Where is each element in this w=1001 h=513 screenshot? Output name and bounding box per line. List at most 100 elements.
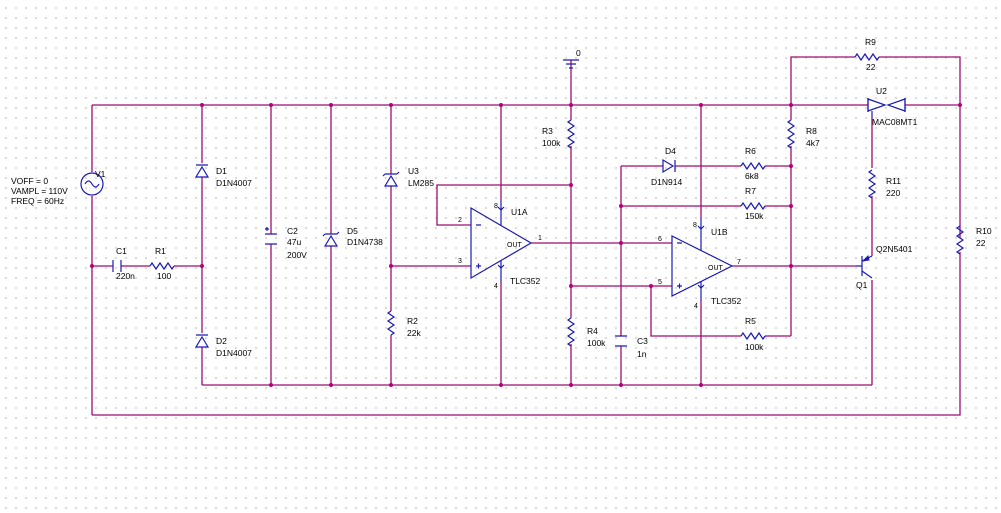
junction <box>789 204 793 208</box>
u1b-out-label: OUT <box>708 265 724 272</box>
capacitor-c2[interactable]: C2 47u 200V <box>265 226 307 260</box>
r4-ref: R4 <box>587 326 598 336</box>
junction <box>649 284 653 288</box>
r10-ref: R10 <box>976 226 992 236</box>
v1-voff: VOFF = 0 <box>11 176 48 186</box>
v1-ref: V1 <box>95 169 106 179</box>
r7-ref: R7 <box>745 186 756 196</box>
resistor-r9[interactable]: R9 22 <box>854 37 880 72</box>
r7-value: 150k <box>745 211 764 221</box>
u1a-pin-out: 1 <box>538 235 542 242</box>
u1b-value: TLC352 <box>711 296 742 306</box>
wires <box>91 56 961 416</box>
junction <box>619 383 623 387</box>
ac-voltage-source[interactable]: V1 VOFF = 0 VAMPL = 110V FREQ = 60Hz <box>11 169 106 206</box>
voltage-reference-u3[interactable]: U3 LM285 <box>382 166 434 188</box>
v1-vampl: VAMPL = 110V <box>11 186 68 196</box>
junction-dots <box>90 103 962 387</box>
capacitor-c1[interactable]: C1 220n <box>112 246 135 281</box>
u1a-value: TLC352 <box>510 276 541 286</box>
u1b-pin-noninv: 5 <box>658 279 662 286</box>
d4-value: D1N914 <box>651 177 682 187</box>
opamp-u1b[interactable]: 6 5 7 8 4 OUT U1B TLC352 <box>658 218 742 310</box>
resistor-r8[interactable]: R8 4k7 <box>786 119 820 149</box>
q1-ref: Q1 <box>856 280 868 290</box>
c3-value: 1n <box>637 349 647 359</box>
resistor-r1[interactable]: R1 100 <box>149 246 175 281</box>
r4-value: 100k <box>587 338 606 348</box>
junction <box>269 103 273 107</box>
d1-ref: D1 <box>216 166 227 176</box>
u1a-pin-vcc: 8 <box>494 203 498 210</box>
junction <box>789 264 793 268</box>
d1-value: D1N4007 <box>216 178 252 188</box>
u1a-pin-gnd: 4 <box>494 283 498 290</box>
r10-value: 22 <box>976 238 986 248</box>
d5-value: D1N4738 <box>347 237 383 247</box>
c2-ref: C2 <box>287 226 298 236</box>
r8-value: 4k7 <box>806 138 820 148</box>
u1a-ref: U1A <box>511 207 528 217</box>
junction <box>389 383 393 387</box>
u1b-pin-inv: 6 <box>658 236 662 243</box>
r9-ref: R9 <box>865 37 876 47</box>
junction <box>619 204 623 208</box>
r11-ref: R11 <box>886 176 901 186</box>
diode-d1[interactable]: D1 D1N4007 <box>194 164 252 188</box>
resistor-r10[interactable]: R10 22 <box>955 225 992 255</box>
zener-diode-d5[interactable]: D5 D1N4738 <box>322 226 383 247</box>
junction <box>569 383 573 387</box>
u1b-pin-out: 7 <box>737 259 741 266</box>
c2-rating: 200V <box>287 250 307 260</box>
opamp-u1a[interactable]: 2 3 1 8 4 OUT U1A TLC352 <box>458 200 542 290</box>
junction <box>200 103 204 107</box>
junction <box>90 264 94 268</box>
junction <box>569 284 573 288</box>
junction <box>329 383 333 387</box>
triac-u2[interactable]: U2 MAC08MT1 <box>867 86 918 127</box>
r2-ref: R2 <box>407 316 418 326</box>
junction <box>699 103 703 107</box>
transistor-q1[interactable]: Q2N5401 Q1 <box>856 244 913 290</box>
resistor-r7[interactable]: R7 150k <box>740 186 766 221</box>
u1b-ref: U1B <box>711 227 728 237</box>
c2-value: 47u <box>287 237 301 247</box>
ground-symbol[interactable]: 0 <box>563 48 581 69</box>
u3-value: LM285 <box>408 178 434 188</box>
r1-ref: R1 <box>155 246 166 256</box>
u3-ref: U3 <box>408 166 419 176</box>
capacitor-c3[interactable]: C3 1n <box>615 335 648 359</box>
r2-value: 22k <box>407 328 421 338</box>
junction <box>619 241 623 245</box>
r3-ref: R3 <box>542 126 553 136</box>
diode-d4[interactable]: D4 D1N914 <box>651 146 682 187</box>
r3-value: 100k <box>542 138 561 148</box>
r11-value: 220 <box>886 188 900 198</box>
resistor-r2[interactable]: R2 22k <box>386 310 421 338</box>
r6-value: 6k8 <box>745 171 759 181</box>
junction <box>499 103 503 107</box>
r5-ref: R5 <box>745 316 756 326</box>
r1-value: 100 <box>157 271 171 281</box>
resistor-r3[interactable]: R3 100k <box>542 119 576 149</box>
u1a-out-label: OUT <box>507 242 523 249</box>
c3-ref: C3 <box>637 336 648 346</box>
junction <box>499 383 503 387</box>
q1-value: Q2N5401 <box>876 244 913 254</box>
resistor-r5[interactable]: R5 100k <box>740 316 766 352</box>
resistor-r11[interactable]: R11 220 <box>867 169 901 199</box>
c1-ref: C1 <box>116 246 127 256</box>
d4-ref: D4 <box>665 146 676 156</box>
r9-value: 22 <box>866 62 876 72</box>
resistor-r6[interactable]: R6 6k8 <box>740 146 766 181</box>
c1-value: 220n <box>116 271 135 281</box>
diode-d2[interactable]: D2 D1N4007 <box>194 334 252 358</box>
resistor-r4[interactable]: R4 100k <box>566 317 606 348</box>
junction <box>789 164 793 168</box>
r6-ref: R6 <box>745 146 756 156</box>
junction <box>569 103 573 107</box>
ground-net-label: 0 <box>576 48 581 58</box>
junction <box>329 103 333 107</box>
junction <box>389 103 393 107</box>
